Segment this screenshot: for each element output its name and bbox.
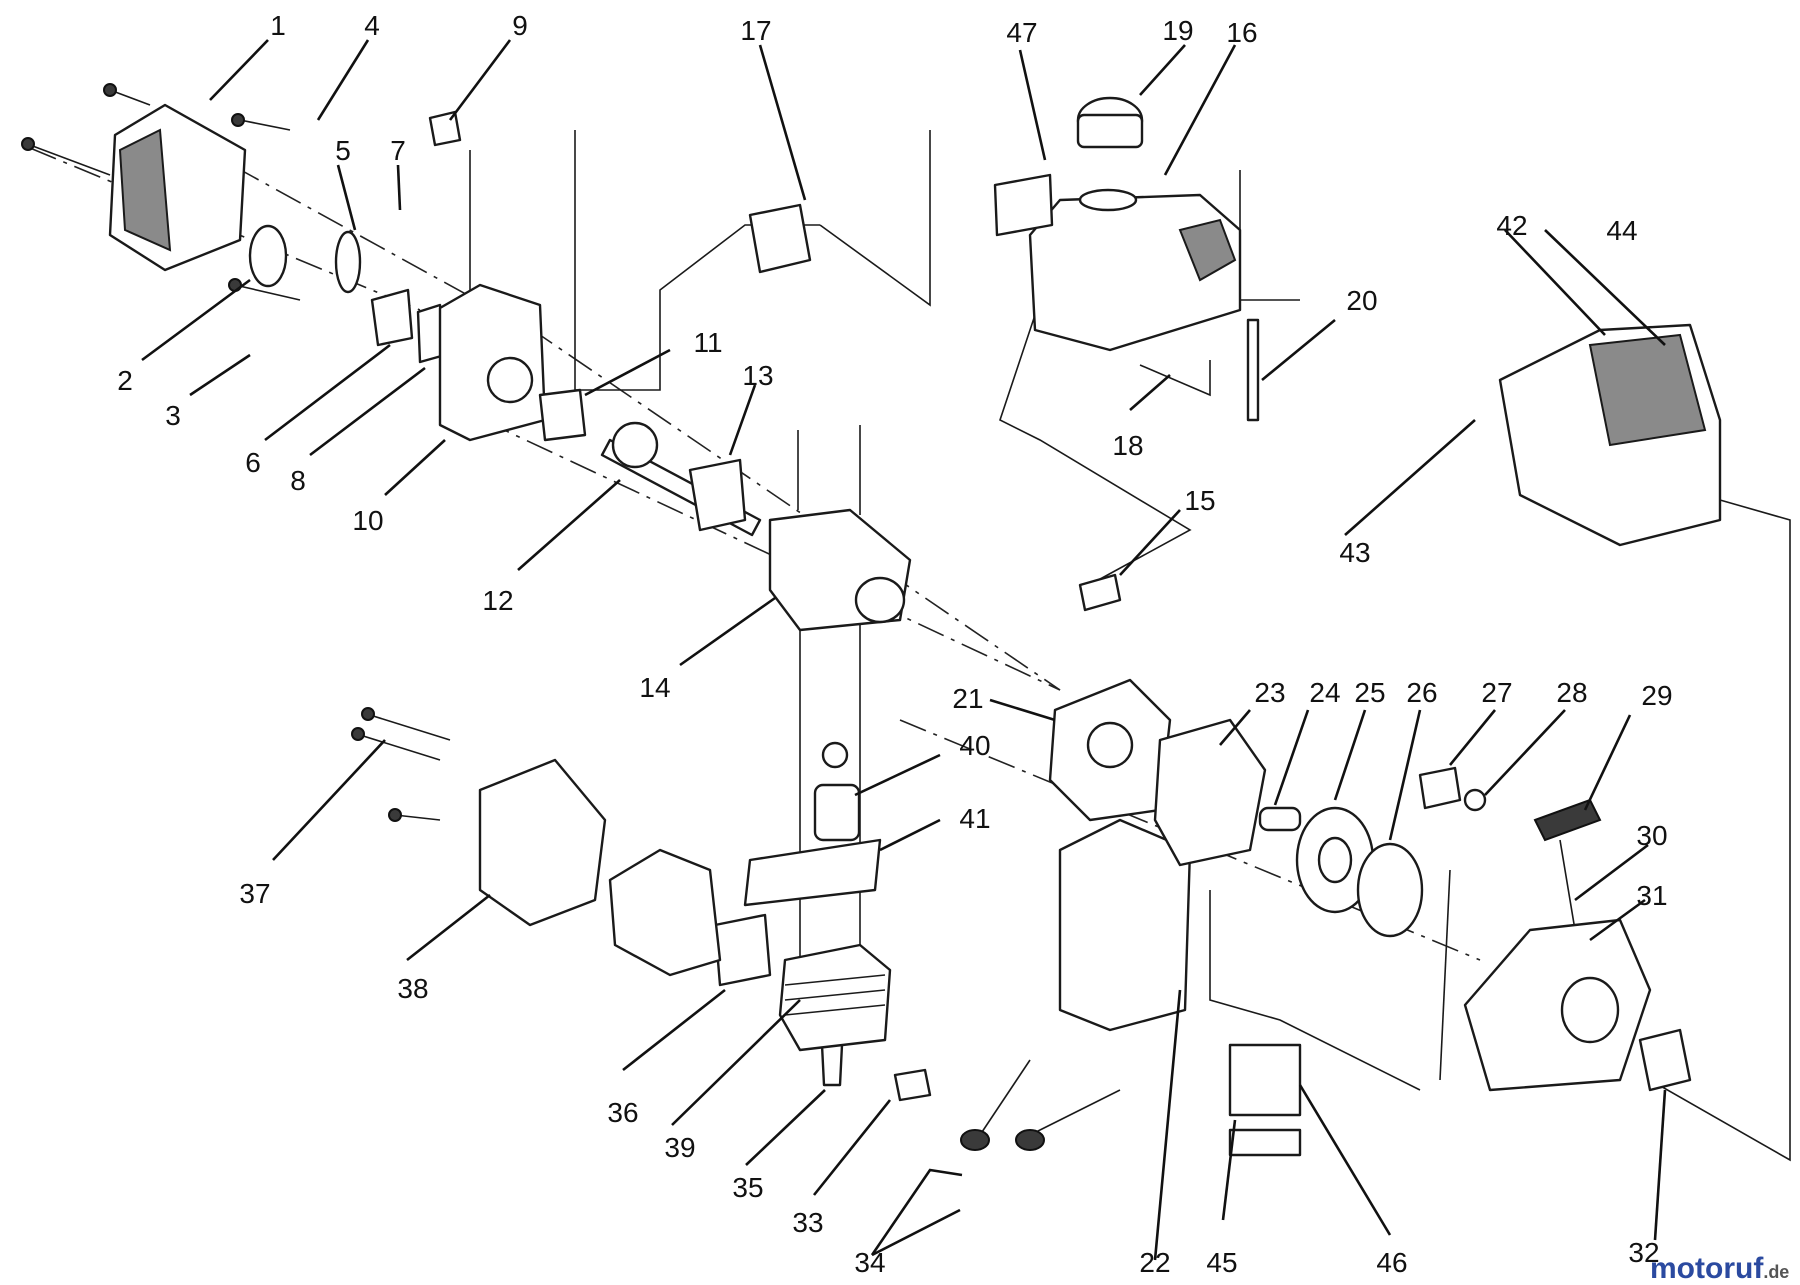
callout-44: 44 bbox=[1606, 215, 1637, 246]
callout-40: 40 bbox=[959, 730, 990, 761]
callout-12: 12 bbox=[482, 585, 513, 616]
callout-25: 25 bbox=[1354, 677, 1385, 708]
callout-27: 27 bbox=[1481, 677, 1512, 708]
callout-42: 42 bbox=[1496, 210, 1527, 241]
callout-19: 19 bbox=[1162, 15, 1193, 46]
callout-20: 20 bbox=[1346, 285, 1377, 316]
callout-30: 30 bbox=[1636, 820, 1667, 851]
callout-46: 46 bbox=[1376, 1247, 1407, 1278]
callout-24: 24 bbox=[1309, 677, 1340, 708]
callout-38: 38 bbox=[397, 973, 428, 1004]
part-artwork bbox=[21, 83, 1722, 1157]
callout-1: 1 bbox=[270, 10, 286, 41]
watermark-suffix: .de bbox=[1763, 1262, 1789, 1282]
callout-45: 45 bbox=[1206, 1247, 1237, 1278]
callout-28: 28 bbox=[1556, 677, 1587, 708]
callout-35: 35 bbox=[732, 1172, 763, 1203]
callout-7: 7 bbox=[390, 135, 406, 166]
callout-34: 34 bbox=[854, 1247, 885, 1278]
callout-32: 32 bbox=[1628, 1237, 1659, 1268]
callout-15: 15 bbox=[1184, 485, 1215, 516]
callout-21: 21 bbox=[952, 683, 983, 714]
callout-31: 31 bbox=[1636, 880, 1667, 911]
callout-labels: 1 4 9 5 7 2 3 6 8 10 11 12 13 14 15 17 4… bbox=[117, 10, 1672, 1278]
callout-37: 37 bbox=[239, 878, 270, 909]
callout-22: 22 bbox=[1139, 1247, 1170, 1278]
watermark-brand: motoruf bbox=[1650, 1252, 1764, 1285]
callout-5: 5 bbox=[335, 135, 351, 166]
callout-16: 16 bbox=[1226, 17, 1257, 48]
callout-17: 17 bbox=[740, 15, 771, 46]
callout-11: 11 bbox=[693, 327, 722, 358]
callout-14: 14 bbox=[639, 672, 670, 703]
callout-8: 8 bbox=[290, 465, 306, 496]
callout-9: 9 bbox=[512, 10, 528, 41]
callout-18: 18 bbox=[1112, 430, 1143, 461]
callout-29: 29 bbox=[1641, 680, 1672, 711]
callout-33: 33 bbox=[792, 1207, 823, 1238]
callout-36: 36 bbox=[607, 1097, 638, 1128]
callout-6: 6 bbox=[245, 447, 261, 478]
callout-41: 41 bbox=[959, 803, 990, 834]
callout-10: 10 bbox=[352, 505, 383, 536]
callout-13: 13 bbox=[742, 360, 773, 391]
leader-lines bbox=[141, 39, 1667, 1261]
callout-23: 23 bbox=[1254, 677, 1285, 708]
callout-26: 26 bbox=[1406, 677, 1437, 708]
callout-43: 43 bbox=[1339, 537, 1370, 568]
callout-47: 47 bbox=[1006, 17, 1037, 48]
callout-3: 3 bbox=[165, 400, 181, 431]
callout-2: 2 bbox=[117, 365, 133, 396]
watermark-logo: motoruf.de bbox=[1650, 1252, 1789, 1285]
callout-39: 39 bbox=[664, 1132, 695, 1163]
callout-4: 4 bbox=[364, 10, 380, 41]
